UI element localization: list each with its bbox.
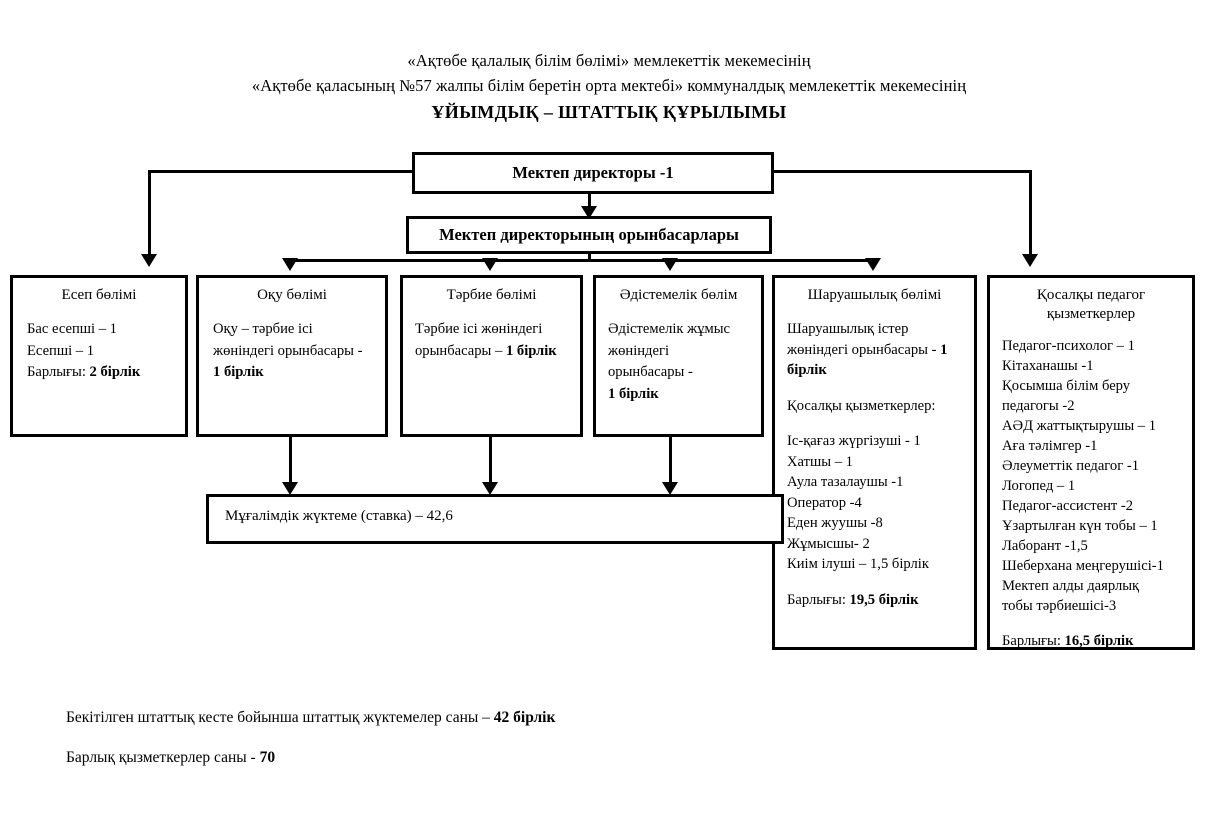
arrow-methodical-to-load: [662, 482, 678, 495]
arrow-deputies-to-education: [282, 258, 298, 271]
arrow-upbringing-to-load: [482, 482, 498, 495]
dept-line: бірлік: [787, 362, 827, 378]
arrow-deputies-to-household: [865, 258, 881, 271]
dept-line: Іс-қағаз жүргізуші - 1: [787, 433, 921, 449]
connector-director-to-deputies: [588, 192, 591, 214]
dept-upbringing-body: Тәрбие ісі жөніндегі орынбасары – 1 бірлі…: [415, 319, 568, 362]
dept-line: Аға тәлімгер -1: [1002, 438, 1098, 454]
dept-line: Барлығы: 16,5 бірлік: [1002, 633, 1134, 649]
dept-methodical-head: Әдістемелік бөлім: [619, 287, 738, 303]
node-teaching-load-label: Мұғалімдік жүктеме (ставка) – 42,6: [225, 508, 453, 524]
dept-line: Педагог-ассистент -2: [1002, 498, 1134, 514]
dept-line: Оператор -4: [787, 494, 862, 511]
node-deputies[interactable]: Мектеп директорының орынбасарлары: [406, 216, 772, 254]
title-line-1: «Ақтөбе қалалық білім бөлімі» мемлекетті…: [407, 51, 811, 70]
dept-line: Педагог-психолог – 1: [1002, 338, 1135, 354]
footer-line-1: Бекітілген штаттық кесте бойынша штаттық…: [66, 708, 555, 728]
dept-box-household[interactable]: Шаруашылық бөлімі Шаруашылық істер жөнінд…: [772, 275, 977, 650]
footer-line-2: Барлық қызметкерлер саны - 70: [66, 748, 275, 768]
footer-line-1-label: Бекітілген штаттық кесте бойынша штаттық…: [66, 709, 494, 726]
dept-education-head: Оқу бөлімі: [257, 287, 327, 303]
dept-box-accounting[interactable]: Есеп бөлімі Бас есепші – 1 Есепші – 1 Барл…: [10, 275, 188, 437]
dept-line: Қосалқы қызметкерлер:: [787, 397, 936, 414]
dept-line: жөніндегі орынбасары -: [213, 342, 363, 359]
dept-line: Шаруашылық істер: [787, 321, 909, 337]
dept-line: орынбасары – 1 бірлік: [415, 342, 557, 359]
arrow-director-to-deputies: [581, 206, 597, 219]
dept-line: Ұзартылған күн тобы – 1: [1002, 518, 1158, 534]
dept-line: Кітаханашы -1: [1002, 358, 1094, 374]
dept-accounting-head: Есеп бөлімі: [61, 287, 137, 303]
dept-line: Жұмысшы- 2: [787, 535, 870, 552]
dept-education-body: Оқу – тәрбие ісі жөніндегі орынбасары - 1 …: [213, 319, 371, 384]
title-line-2: «Ақтөбе қаласының №57 жалпы білім береті…: [251, 76, 967, 95]
dept-line: Еден жуушы -8: [787, 515, 883, 531]
dept-upbringing-head: Тәрбие бөлімі: [446, 287, 537, 303]
page-title: «Ақтөбе қалалық білім бөлімі» мемлекетті…: [0, 48, 1218, 126]
dept-line: жөніндегі: [608, 342, 669, 359]
connector-education-to-load: [289, 437, 292, 487]
dept-box-methodical[interactable]: Әдістемелік бөлім Әдістемелік жұмыс жөнін…: [593, 275, 764, 437]
dept-line: Әлеуметтік педагог -1: [1002, 458, 1140, 474]
dept-line: Барлығы: 19,5 бірлік: [787, 591, 919, 608]
dept-line: жөніндегі орынбасары - 1: [787, 341, 948, 358]
dept-line: Тәрбие ісі жөніндегі: [415, 321, 543, 337]
dept-box-education[interactable]: Оқу бөлімі Оқу – тәрбие ісі жөніндегі оры…: [196, 275, 388, 437]
dept-line: АӘД жаттықтырушы – 1: [1002, 418, 1157, 434]
dept-line: Хатшы – 1: [787, 453, 853, 470]
dept-line: 1 бірлік: [608, 385, 659, 402]
connector-methodical-to-load: [669, 437, 672, 487]
title-line-3: ҰЙЫМДЫҚ – ШТАТТЫҚ ҚҰРЫЛЫМЫ: [431, 102, 787, 122]
node-deputies-label: Мектеп директорының орынбасарлары: [439, 225, 739, 244]
node-teaching-load[interactable]: Мұғалімдік жүктеме (ставка) – 42,6: [206, 494, 784, 544]
dept-line: Шеберхана меңгерушісі-1: [1002, 558, 1164, 574]
dept-household-head: Шаруашылық бөлімі: [807, 287, 942, 303]
connector-deputies-stem: [588, 250, 591, 262]
dept-line: тобы тәрбиешісі-3: [1002, 598, 1117, 614]
arrow-director-to-accounting: [141, 254, 157, 267]
node-director-label: Мектеп директоры -1: [512, 163, 674, 182]
arrow-director-to-auxiliary: [1022, 254, 1038, 267]
dept-line: педагогы -2: [1002, 398, 1075, 414]
footer-line-1-value: 42 бірлік: [493, 709, 556, 726]
dept-methodical-body: Әдістемелік жұмыс жөніндегі орынбасары - 1 …: [608, 319, 749, 405]
dept-line: Оқу – тәрбие ісі: [213, 321, 313, 337]
dept-line: Есепші – 1: [27, 342, 95, 359]
dept-line: Аула тазалаушы -1: [787, 474, 904, 490]
dept-line: Мектеп алды даярлық: [1002, 578, 1140, 594]
dept-line: орынбасары -: [608, 364, 693, 380]
dept-line: 1 бірлік: [213, 364, 264, 380]
dept-line: Барлығы: 2 бірлік: [27, 364, 141, 380]
dept-auxiliary-pedagogical-body: Педагог-психолог – 1 Кітаханашы -1 Қосымша…: [1002, 336, 1180, 651]
connector-director-to-auxiliary: [1029, 170, 1032, 258]
dept-line: Бас есепші – 1: [27, 321, 117, 337]
dept-accounting-body: Бас есепші – 1 Есепші – 1 Барлығы: 2 бірлі…: [27, 319, 171, 384]
dept-line: Лаборант -1,5: [1002, 538, 1088, 554]
dept-household-body: Шаруашылық істер жөніндегі орынбасары - 1…: [787, 319, 962, 610]
dept-line: Әдістемелік жұмыс: [608, 321, 731, 337]
dept-line: Қосымша білім беру: [1002, 378, 1131, 394]
connector-upbringing-to-load: [489, 437, 492, 487]
connector-director-to-accounting: [148, 170, 151, 258]
node-director[interactable]: Мектеп директоры -1: [412, 152, 774, 194]
arrow-education-to-load: [282, 482, 298, 495]
connector-deputies-bus: [289, 259, 875, 262]
arrow-deputies-to-upbringing: [482, 258, 498, 271]
dept-box-upbringing[interactable]: Тәрбие бөлімі Тәрбие ісі жөніндегі орынба…: [400, 275, 583, 437]
arrow-deputies-to-methodical: [662, 258, 678, 271]
footer-line-2-value: 70: [259, 749, 276, 766]
footer-line-2-label: Барлық қызметкерлер саны -: [66, 749, 260, 766]
dept-line: Логопед – 1: [1002, 478, 1076, 494]
dept-line: Киім ілуші – 1,5 бірлік: [787, 556, 929, 572]
